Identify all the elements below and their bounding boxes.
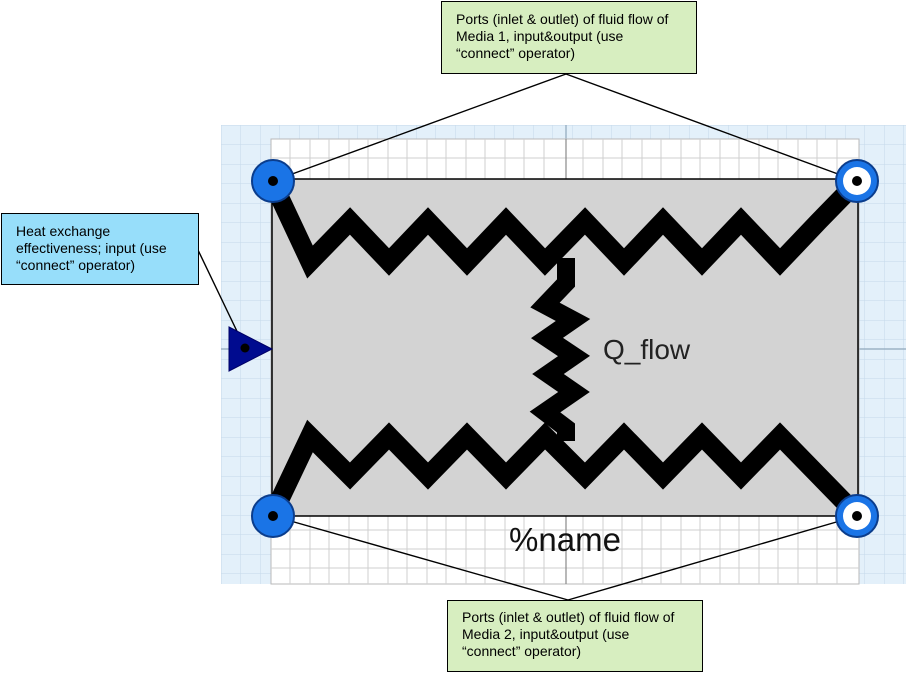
triangle-icon [228, 326, 274, 372]
callout-effectiveness-input: Heat exchange effectiveness; input (use … [1, 213, 199, 285]
callout-text-line: Heat exchange [16, 223, 111, 239]
callout-text-line: effectiveness; input (use [16, 240, 167, 256]
effectiveness-input-port[interactable] [228, 326, 274, 372]
media2-inlet-port[interactable] [251, 494, 295, 538]
media1-inlet-port[interactable] [251, 159, 295, 203]
heat-flow-link [529, 258, 591, 441]
callout-text-line: “connect” operator) [456, 45, 576, 61]
component-name-label: %name [509, 521, 621, 558]
callout-media1-ports: Ports (inlet & outlet) of fluid flow of … [441, 1, 697, 74]
callout-text-line: Ports (inlet & outlet) of fluid flow of [462, 609, 675, 625]
callout-text-line: Media 2, input&output (use [462, 626, 630, 642]
callout-media2-ports: Ports (inlet & outlet) of fluid flow of … [447, 600, 703, 672]
media2-zigzag [263, 419, 865, 523]
media1-outlet-port[interactable] [835, 159, 879, 203]
media2-outlet-port[interactable] [835, 494, 879, 538]
callout-text-line: “connect” operator) [462, 643, 582, 659]
media1-zigzag [263, 174, 865, 279]
callout-text-line: “connect” operator) [16, 257, 136, 273]
callout-text-line: Media 1, input&output (use [456, 28, 624, 44]
q-flow-label: Q_flow [603, 334, 691, 365]
callout-text-line: Ports (inlet & outlet) of fluid flow of [456, 11, 669, 27]
